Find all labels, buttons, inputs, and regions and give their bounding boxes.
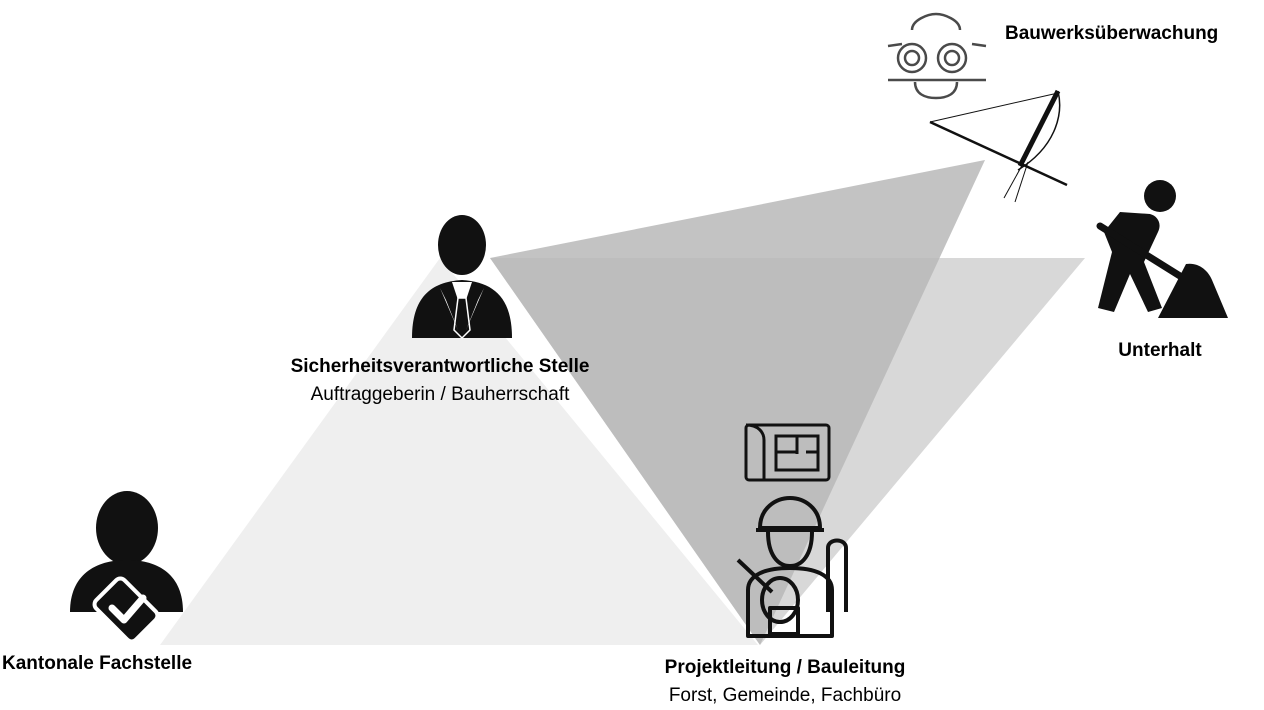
projekt-label: Projektleitung / Bauleitung Forst, Gemei… — [620, 654, 950, 710]
construction-engineer-icon — [736, 496, 848, 638]
bauwerk-label: Bauwerksüberwachung — [1005, 20, 1264, 48]
triangle-planning — [160, 258, 758, 645]
bauwerk-title: Bauwerksüberwachung — [1005, 23, 1219, 44]
verified-person-icon — [70, 491, 183, 644]
surveying-instrument-icon — [929, 89, 1068, 203]
sicherheit-label: Sicherheitsverantwortliche Stelle Auftra… — [270, 353, 610, 409]
unterhalt-title: Unterhalt — [1118, 340, 1202, 361]
projekt-subtitle: Forst, Gemeinde, Fachbüro — [668, 685, 902, 706]
sicherheit-title: Sicherheitsverantwortliche Stelle — [290, 356, 590, 377]
businessman-icon — [412, 215, 512, 340]
blueprint-icon — [744, 423, 831, 482]
triangle-monitoring — [490, 160, 985, 645]
binoculars-icon — [887, 12, 987, 100]
projekt-title: Projektleitung / Bauleitung — [664, 657, 906, 678]
kantonal-label: Kantonale Fachstelle — [2, 650, 242, 678]
kantonal-title: Kantonale Fachstelle — [2, 653, 193, 674]
unterhalt-label: Unterhalt — [1090, 337, 1230, 365]
sicherheit-subtitle: Auftraggeberin / Bauherrschaft — [310, 384, 570, 405]
worker-shoveling-icon — [1096, 180, 1228, 318]
